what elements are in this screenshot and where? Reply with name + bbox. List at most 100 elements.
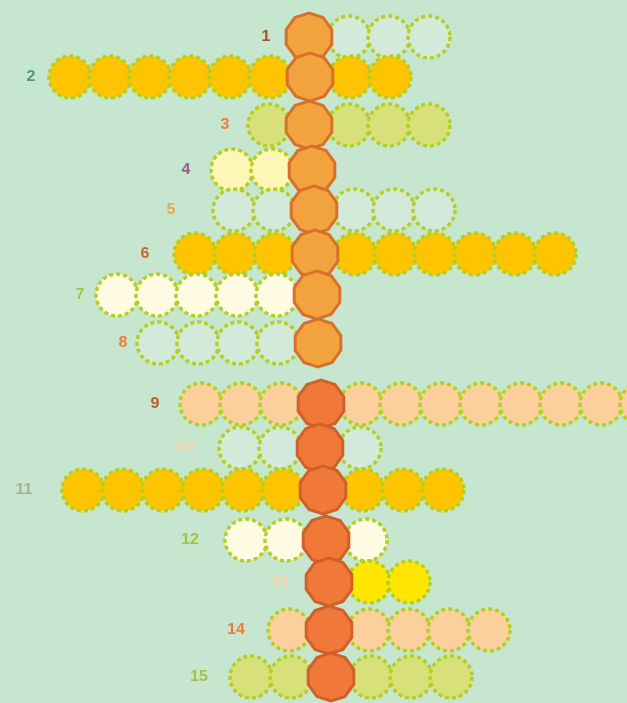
row-2-cell-8[interactable] bbox=[369, 56, 411, 98]
row-10-cell-2[interactable] bbox=[259, 427, 301, 469]
row-15-cell-4[interactable] bbox=[390, 656, 432, 698]
row-9-cell-5[interactable] bbox=[380, 383, 422, 425]
row-11-cell-7[interactable] bbox=[342, 469, 384, 511]
row-number-1: 1 bbox=[262, 28, 271, 46]
row-6-cell-3[interactable] bbox=[254, 233, 296, 275]
row-6-cell-6[interactable] bbox=[414, 233, 456, 275]
row-15-cell-5[interactable] bbox=[430, 656, 472, 698]
row-3-cell-3[interactable] bbox=[368, 104, 410, 146]
row-15-cell-2[interactable] bbox=[270, 656, 312, 698]
row-7-cell-4[interactable] bbox=[216, 274, 258, 316]
row-14-cell-2[interactable] bbox=[348, 609, 390, 651]
row-11-cell-1[interactable] bbox=[62, 469, 104, 511]
row-10-cell-1[interactable] bbox=[219, 427, 261, 469]
row-10-cell-3[interactable] bbox=[339, 427, 381, 469]
row-15-cell-3[interactable] bbox=[350, 656, 392, 698]
row-9-cell-8[interactable] bbox=[500, 383, 542, 425]
row-9-cell-11[interactable] bbox=[620, 383, 627, 425]
row-11-cell-8[interactable] bbox=[382, 469, 424, 511]
row-2-cell-6[interactable] bbox=[249, 56, 291, 98]
row-5-cell-3[interactable] bbox=[333, 189, 375, 231]
row-6-cell-2[interactable] bbox=[214, 233, 256, 275]
row-7-cell-3[interactable] bbox=[176, 274, 218, 316]
row-8-cell-1[interactable] bbox=[137, 322, 179, 364]
row-5-cell-1[interactable] bbox=[213, 189, 255, 231]
row-6-cell-8[interactable] bbox=[494, 233, 536, 275]
row-9-cell-10[interactable] bbox=[580, 383, 622, 425]
row-9-cell-2[interactable] bbox=[220, 383, 262, 425]
row-7-cell-1[interactable] bbox=[96, 274, 138, 316]
row-5-cell-2[interactable] bbox=[253, 189, 295, 231]
row-9-cell-4[interactable] bbox=[340, 383, 382, 425]
row-12-cell-3[interactable] bbox=[345, 519, 387, 561]
row-8-cell-4[interactable] bbox=[257, 322, 299, 364]
row-11-cell-9[interactable] bbox=[422, 469, 464, 511]
row-9-cell-7[interactable] bbox=[460, 383, 502, 425]
row-6-cell-4[interactable] bbox=[334, 233, 376, 275]
row-2-cell-2[interactable] bbox=[89, 56, 131, 98]
row-number-9: 9 bbox=[151, 395, 160, 413]
column-cell-3[interactable] bbox=[286, 101, 332, 149]
column-cell-11[interactable] bbox=[300, 466, 346, 514]
row-6-cell-1[interactable] bbox=[174, 233, 216, 275]
row-number-15: 15 bbox=[190, 668, 208, 686]
row-9-cell-6[interactable] bbox=[420, 383, 462, 425]
row-number-4: 4 bbox=[182, 161, 191, 179]
row-1-cell-2[interactable] bbox=[368, 16, 410, 58]
row-7-cell-2[interactable] bbox=[136, 274, 178, 316]
row-1-cell-1[interactable] bbox=[328, 16, 370, 58]
row-12-cell-2[interactable] bbox=[265, 519, 307, 561]
row-14-cell-5[interactable] bbox=[468, 609, 510, 651]
row-1-cell-3[interactable] bbox=[408, 16, 450, 58]
row-12-cell-1[interactable] bbox=[225, 519, 267, 561]
row-5-cell-5[interactable] bbox=[413, 189, 455, 231]
column-cell-8[interactable] bbox=[295, 319, 341, 367]
column-cell-9[interactable] bbox=[298, 380, 344, 428]
row-number-6: 6 bbox=[141, 245, 150, 263]
row-6-cell-5[interactable] bbox=[374, 233, 416, 275]
row-number-3: 3 bbox=[221, 116, 230, 134]
column-cell-2[interactable] bbox=[287, 53, 333, 101]
row-11-cell-2[interactable] bbox=[102, 469, 144, 511]
row-3-cell-2[interactable] bbox=[328, 104, 370, 146]
row-number-7: 7 bbox=[76, 286, 85, 304]
row-number-5: 5 bbox=[167, 201, 176, 219]
row-13-cell-1[interactable] bbox=[348, 561, 390, 603]
row-7-cell-5[interactable] bbox=[256, 274, 298, 316]
row-13-cell-2[interactable] bbox=[388, 561, 430, 603]
row-4-cell-2[interactable] bbox=[251, 149, 293, 191]
row-11-cell-4[interactable] bbox=[182, 469, 224, 511]
row-2-cell-1[interactable] bbox=[49, 56, 91, 98]
row-3-cell-4[interactable] bbox=[408, 104, 450, 146]
row-6-cell-7[interactable] bbox=[454, 233, 496, 275]
column-cell-5[interactable] bbox=[291, 186, 337, 234]
row-9-cell-3[interactable] bbox=[260, 383, 302, 425]
row-8-cell-2[interactable] bbox=[177, 322, 219, 364]
row-6-cell-9[interactable] bbox=[534, 233, 576, 275]
row-4-cell-1[interactable] bbox=[211, 149, 253, 191]
row-number-11: 11 bbox=[16, 481, 33, 499]
row-number-14: 14 bbox=[227, 621, 245, 639]
row-3-cell-1[interactable] bbox=[248, 104, 290, 146]
row-15-cell-1[interactable] bbox=[230, 656, 272, 698]
row-8-cell-3[interactable] bbox=[217, 322, 259, 364]
row-2-cell-5[interactable] bbox=[209, 56, 251, 98]
row-9-cell-9[interactable] bbox=[540, 383, 582, 425]
column-cell-13[interactable] bbox=[306, 558, 352, 606]
row-11-cell-3[interactable] bbox=[142, 469, 184, 511]
row-9-cell-1[interactable] bbox=[180, 383, 222, 425]
row-2-cell-4[interactable] bbox=[169, 56, 211, 98]
row-14-cell-1[interactable] bbox=[268, 609, 310, 651]
column-cell-12[interactable] bbox=[303, 516, 349, 564]
column-cell-15[interactable] bbox=[308, 653, 354, 701]
column-cell-10[interactable] bbox=[297, 424, 343, 472]
row-5-cell-4[interactable] bbox=[373, 189, 415, 231]
row-2-cell-7[interactable] bbox=[329, 56, 371, 98]
row-14-cell-4[interactable] bbox=[428, 609, 470, 651]
row-11-cell-6[interactable] bbox=[262, 469, 304, 511]
row-14-cell-3[interactable] bbox=[388, 609, 430, 651]
column-cell-14[interactable] bbox=[306, 606, 352, 654]
row-2-cell-3[interactable] bbox=[129, 56, 171, 98]
row-11-cell-5[interactable] bbox=[222, 469, 264, 511]
column-cell-7[interactable] bbox=[294, 271, 340, 319]
